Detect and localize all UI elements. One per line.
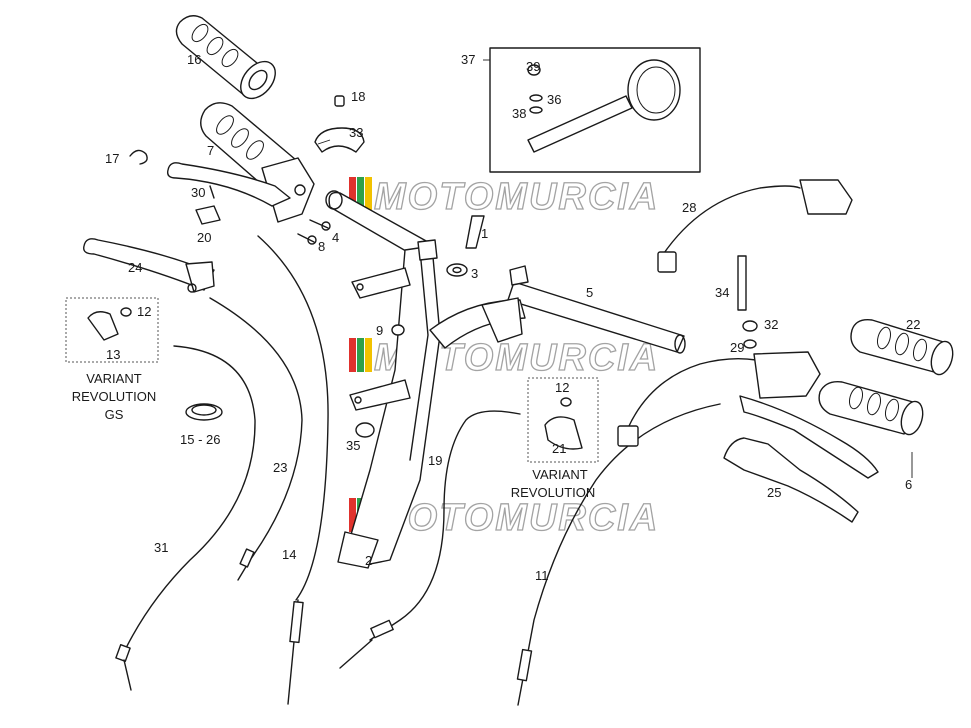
callout-23: 23	[273, 460, 287, 475]
callout-12-right: 12	[555, 380, 569, 395]
callout-21: 21	[552, 441, 566, 456]
callout-20: 20	[197, 230, 211, 245]
callout-7: 7	[207, 143, 214, 158]
callout-22: 22	[906, 317, 920, 332]
callout-17: 17	[105, 151, 119, 166]
callout-29: 29	[730, 340, 744, 355]
callout-19: 19	[428, 453, 442, 468]
callout-2: 2	[365, 553, 372, 568]
cables	[115, 235, 721, 706]
right-brake-lever-upper	[166, 162, 291, 207]
callout-25: 25	[767, 485, 781, 500]
callout-36: 36	[547, 92, 561, 107]
callout-numbers: 1 2 3 4 5 6 7 8 9 11 12 12 13 14 15 - 26…	[105, 52, 920, 583]
callout-9: 9	[376, 323, 383, 338]
callout-34: 34	[715, 285, 729, 300]
switch-29-assembly	[617, 351, 879, 479]
callout-5: 5	[586, 285, 593, 300]
right-grip-6	[818, 381, 924, 436]
cable-clamp	[185, 403, 223, 421]
throttle-grip-assembly	[200, 102, 315, 223]
leader-lines	[317, 59, 913, 478]
watermark-bottom: MOTOMURCIA	[349, 496, 659, 540]
variant-labels-left: VARIANT REVOLUTION GS	[72, 371, 157, 422]
variant-labels-right: VARIANT REVOLUTION	[511, 467, 596, 500]
callout-8: 8	[318, 239, 325, 254]
callout-32: 32	[764, 317, 778, 332]
small-parts-left	[129, 95, 485, 438]
switch-28	[657, 179, 853, 273]
callout-28: 28	[682, 200, 696, 215]
bolt-34	[737, 255, 758, 349]
lever-24	[83, 238, 215, 293]
callout-31: 31	[154, 540, 168, 555]
variant-right-line-2: REVOLUTION	[511, 485, 596, 500]
lever-25	[723, 437, 859, 523]
callout-14: 14	[282, 547, 296, 562]
callout-24: 24	[128, 260, 142, 275]
variant-left-line-3: GS	[105, 407, 124, 422]
watermark-text: MOTOMURCIA	[374, 176, 659, 218]
variant-right-line-1: VARIANT	[532, 467, 587, 482]
handlebar-assembly	[325, 190, 686, 569]
callout-33: 33	[349, 125, 363, 140]
left-grip	[175, 15, 276, 100]
watermark-top: MOTOMURCIA	[349, 175, 659, 219]
variant-left-line-1: VARIANT	[86, 371, 141, 386]
callout-1: 1	[481, 226, 488, 241]
variant-right-box	[527, 377, 599, 463]
watermark-text: MOTOMURCIA	[374, 497, 659, 539]
callout-35: 35	[346, 438, 360, 453]
mirror-detail	[489, 47, 701, 173]
callout-16: 16	[187, 52, 201, 67]
callout-13: 13	[106, 347, 120, 362]
callout-15-26: 15 - 26	[180, 432, 220, 447]
callout-30: 30	[191, 185, 205, 200]
right-grip-22	[850, 319, 954, 376]
callout-12-left: 12	[137, 304, 151, 319]
callout-3: 3	[471, 266, 478, 281]
callout-4: 4	[332, 230, 339, 245]
callout-11: 11	[535, 568, 549, 583]
callout-18: 18	[351, 89, 365, 104]
callout-39: 39	[526, 59, 540, 74]
variant-left-line-2: REVOLUTION	[72, 389, 157, 404]
callout-38: 38	[512, 106, 526, 121]
callout-6: 6	[905, 477, 912, 492]
callout-37: 37	[461, 52, 475, 67]
variant-left-box	[65, 297, 159, 363]
